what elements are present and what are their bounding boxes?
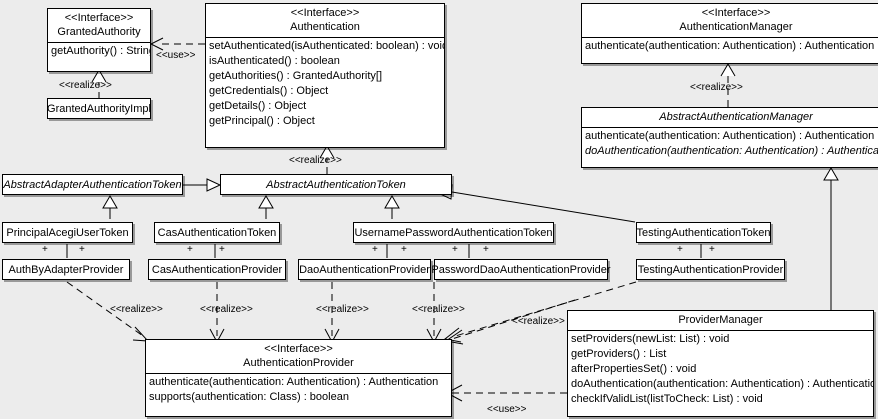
assoc-plus-username-1: + <box>372 244 378 255</box>
edge-principalacegiusertoken-extends-abstractadapter <box>102 195 118 219</box>
class-principal-acegi-user-token[interactable]: PrincipalAcegiUserToken <box>2 222 133 243</box>
edge-providermanager-uses-authenticationprovider <box>445 384 567 402</box>
class-password-dao-authentication-provider[interactable]: PasswordDaoAuthenticationProvider <box>431 259 611 280</box>
assoc-plus-testing-right: + <box>709 244 715 255</box>
class-authentication-provider-operations: authenticate(authentication: Authenticat… <box>146 373 451 406</box>
edge-authentication-uses-grantedauthority <box>149 37 205 51</box>
operation-setproviders: setProviders(newList: List) : void <box>571 333 730 345</box>
class-testing-authentication-provider[interactable]: TestingAuthenticationProvider <box>636 259 785 280</box>
assoc-plus-cas-left: + <box>187 244 193 255</box>
class-granted-authority-impl-name: GrantedAuthorityImpl <box>47 102 151 115</box>
label-use-authentication-grantedauthority: <<use>> <box>156 50 196 61</box>
class-provider-manager[interactable]: ProviderManager setProviders(newList: Li… <box>567 310 874 417</box>
class-granted-authority-stereotype: <<Interface>> <box>64 12 134 24</box>
label-realize-authbyadapterprovider: <<realize>> <box>110 304 163 315</box>
class-authentication-manager[interactable]: <<Interface>> AuthenticationManager auth… <box>581 3 878 64</box>
class-granted-authority-operations: getAuthority() : String <box>48 42 150 60</box>
edge-abstractadapter-to-abstractauthenticationtoken <box>183 178 222 192</box>
class-authentication-header: <<Interface>> Authentication <box>206 4 444 37</box>
class-authentication-manager-operations: authenticate(authentication: Authenticat… <box>582 37 878 55</box>
label-realize-providermanager: <<realize>> <box>512 316 565 327</box>
class-testing-authentication-token[interactable]: TestingAuthenticationToken <box>636 222 771 243</box>
edge-providermanager-extends-abstractauthenticationmanager <box>823 167 839 311</box>
label-realize-passworddaoauthenticationprovider: <<realize>> <box>412 304 465 315</box>
class-abstract-authentication-token[interactable]: AbstractAuthenticationToken <box>220 174 452 195</box>
operation-isauthenticated: isAuthenticated() : boolean <box>209 55 340 67</box>
label-use-providermanager-authenticationprovider: <<use>> <box>487 404 527 415</box>
assoc-plus-cas-right: + <box>219 244 225 255</box>
operation-afterpropertiesset: afterPropertiesSet() : void <box>571 363 697 375</box>
operation-getproviders: getProviders() : List <box>571 348 667 360</box>
assoc-plus-username-2: + <box>401 244 407 255</box>
class-authentication-provider-name: AuthenticationProvider <box>243 357 354 369</box>
class-abstract-authentication-manager-header: AbstractAuthenticationManager <box>582 108 878 127</box>
class-granted-authority-name: GrantedAuthority <box>57 26 141 38</box>
class-auth-by-adapter-provider[interactable]: AuthByAdapterProvider <box>2 259 130 280</box>
class-granted-authority[interactable]: <<Interface>> GrantedAuthority getAuthor… <box>47 8 151 72</box>
class-authentication-manager-stereotype: <<Interface>> <box>701 7 771 19</box>
class-cas-authentication-token-name: CasAuthenticationToken <box>157 226 277 239</box>
assoc-plus-username-4: + <box>483 244 489 255</box>
class-abstract-authentication-manager-name: AbstractAuthenticationManager <box>659 111 813 123</box>
class-provider-manager-operations: setProviders(newList: List) : void getPr… <box>568 330 873 408</box>
operation-getcredentials: getCredentials() : Object <box>209 85 329 97</box>
operation-doauthentication-provider-manager: doAuthentication(authentication: Authent… <box>571 378 873 390</box>
operation-getprincipal: getPrincipal() : Object <box>209 115 315 127</box>
edge-usernamepasswordtoken-extends-abstractauthenticationtoken <box>384 195 400 219</box>
operation-authenticate-manager: authenticate(authentication: Authenticat… <box>585 40 875 52</box>
class-authentication-manager-header: <<Interface>> AuthenticationManager <box>582 4 878 37</box>
operation-doauthentication-abstract-manager: doAuthentication(authentication: Authent… <box>585 145 878 157</box>
class-authentication-operations: setAuthenticated(isAuthenticated: boolea… <box>206 37 444 130</box>
operation-setauthenticated: setAuthenticated(isAuthenticated: boolea… <box>209 40 444 52</box>
class-provider-manager-name: ProviderManager <box>678 314 763 326</box>
operation-supports-provider: supports(authentication: Class) : boolea… <box>149 391 349 403</box>
class-testing-authentication-token-name: TestingAuthenticationToken <box>636 226 771 239</box>
assoc-plus-username-3: + <box>452 244 458 255</box>
class-abstract-adapter-authentication-token-name: AbstractAdapterAuthenticationToken <box>3 178 182 191</box>
label-realize-abstractauthenticationtoken: <<realize>> <box>289 155 342 166</box>
edge-testingauthenticationtoken-extends-abstractauthenticationtoken <box>436 184 636 223</box>
class-abstract-authentication-token-name: AbstractAuthenticationToken <box>266 178 406 191</box>
operation-authenticate-provider: authenticate(authentication: Authenticat… <box>149 376 439 388</box>
class-provider-manager-header: ProviderManager <box>568 311 873 330</box>
class-auth-by-adapter-provider-name: AuthByAdapterProvider <box>8 263 124 276</box>
operation-getauthority: getAuthority() : String <box>51 45 150 57</box>
class-abstract-authentication-manager[interactable]: AbstractAuthenticationManager authentica… <box>581 107 878 168</box>
label-realize-daoauthenticationprovider: <<realize>> <box>316 304 369 315</box>
assoc-plus-testing-left: + <box>677 244 683 255</box>
class-testing-authentication-provider-name: TestingAuthenticationProvider <box>637 263 784 276</box>
class-authentication[interactable]: <<Interface>> Authentication setAuthenti… <box>205 3 445 148</box>
class-dao-authentication-provider[interactable]: DaoAuthenticationProvider <box>298 259 431 280</box>
class-authentication-provider-header: <<Interface>> AuthenticationProvider <box>146 340 451 373</box>
class-principal-acegi-user-token-name: PrincipalAcegiUserToken <box>6 226 129 239</box>
class-authentication-stereotype: <<Interface>> <box>290 7 360 19</box>
class-granted-authority-header: <<Interface>> GrantedAuthority <box>48 9 150 42</box>
class-granted-authority-impl[interactable]: GrantedAuthorityImpl <box>47 98 151 119</box>
operation-getdetails: getDetails() : Object <box>209 100 307 112</box>
assoc-plus-principalacegi-left: + <box>42 244 48 255</box>
label-realize-grantedauthorityimpl: <<realize>> <box>59 80 112 91</box>
class-authentication-name: Authentication <box>290 21 360 33</box>
class-username-password-authentication-token-name: UsernamePasswordAuthenticationToken <box>354 226 553 239</box>
label-realize-casauthenticationprovider: <<realize>> <box>200 304 253 315</box>
operation-authenticate-abstract-manager: authenticate(authentication: Authenticat… <box>585 130 875 142</box>
operation-getauthorities: getAuthorities() : GrantedAuthority[] <box>209 70 383 82</box>
class-cas-authentication-provider[interactable]: CasAuthenticationProvider <box>148 259 286 280</box>
class-authentication-provider[interactable]: <<Interface>> AuthenticationProvider aut… <box>145 339 452 417</box>
class-abstract-authentication-manager-operations: authenticate(authentication: Authenticat… <box>582 127 878 160</box>
class-password-dao-authentication-provider-name: PasswordDaoAuthenticationProvider <box>431 263 611 276</box>
class-cas-authentication-provider-name: CasAuthenticationProvider <box>151 263 283 276</box>
operation-checkifvalidlist: checkIfValidList(listToCheck: List) : vo… <box>571 393 763 405</box>
class-authentication-provider-stereotype: <<Interface>> <box>264 343 333 355</box>
class-username-password-authentication-token[interactable]: UsernamePasswordAuthenticationToken <box>353 222 554 243</box>
edge-casauthenticationtoken-extends-abstractauthenticationtoken <box>258 195 274 219</box>
class-dao-authentication-provider-name: DaoAuthenticationProvider <box>299 263 430 276</box>
class-authentication-manager-name: AuthenticationManager <box>679 21 793 33</box>
class-abstract-adapter-authentication-token[interactable]: AbstractAdapterAuthenticationToken <box>2 174 183 195</box>
assoc-plus-principalacegi-right: + <box>79 244 85 255</box>
label-realize-abstractauthenticationmanager: <<realize>> <box>690 82 743 93</box>
class-cas-authentication-token[interactable]: CasAuthenticationToken <box>154 222 280 243</box>
